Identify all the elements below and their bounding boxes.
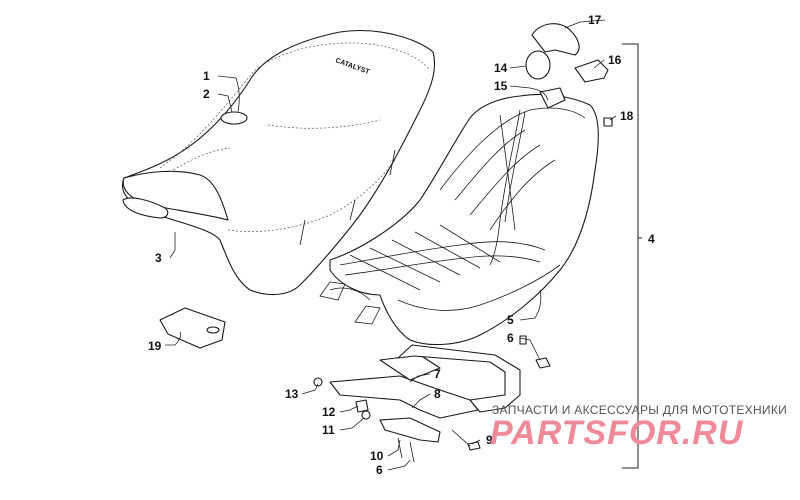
callout-9: 9 (486, 433, 493, 447)
seat-plug (220, 111, 248, 125)
callout-4: 4 (648, 232, 655, 246)
callout-1: 1 (203, 69, 210, 83)
assembly-bracket (622, 43, 642, 469)
callout-16: 16 (608, 53, 622, 67)
seat-base (319, 93, 599, 346)
callout-17: 17 (588, 13, 602, 27)
callout-18: 18 (620, 109, 634, 123)
leader-lines (165, 19, 617, 471)
watermark-subtitle: ЗАПЧАСТИ И АКСЕССУАРЫ ДЛЯ МОТОТЕХНИКИ (492, 403, 788, 417)
callout-11: 11 (322, 423, 335, 437)
seat: CATALYST (122, 30, 436, 296)
callout-19: 19 (148, 339, 162, 353)
callout-2: 2 (203, 87, 210, 101)
part-19-pad (159, 307, 226, 349)
callout-labels: 1 2 3 4 5 6 6 7 8 9 10 11 12 13 14 15 16… (148, 13, 655, 477)
callout-15: 15 (494, 79, 508, 93)
callout-14: 14 (494, 61, 508, 75)
watermark-logo: PARTSFOR.RU (490, 414, 744, 452)
callout-3: 3 (155, 251, 162, 265)
callout-6b: 6 (376, 463, 383, 477)
callout-5: 5 (507, 313, 514, 327)
callout-10: 10 (370, 449, 384, 463)
callout-6: 6 (507, 331, 514, 345)
part-16-bracket (574, 59, 609, 83)
part-17-cover (531, 23, 580, 56)
callout-12: 12 (322, 405, 336, 419)
callout-13: 13 (285, 387, 299, 401)
latch-cable (489, 50, 566, 266)
callout-8: 8 (434, 387, 441, 401)
callout-7: 7 (434, 367, 441, 381)
seat-frame (313, 335, 551, 463)
part-14-ring (525, 50, 551, 80)
